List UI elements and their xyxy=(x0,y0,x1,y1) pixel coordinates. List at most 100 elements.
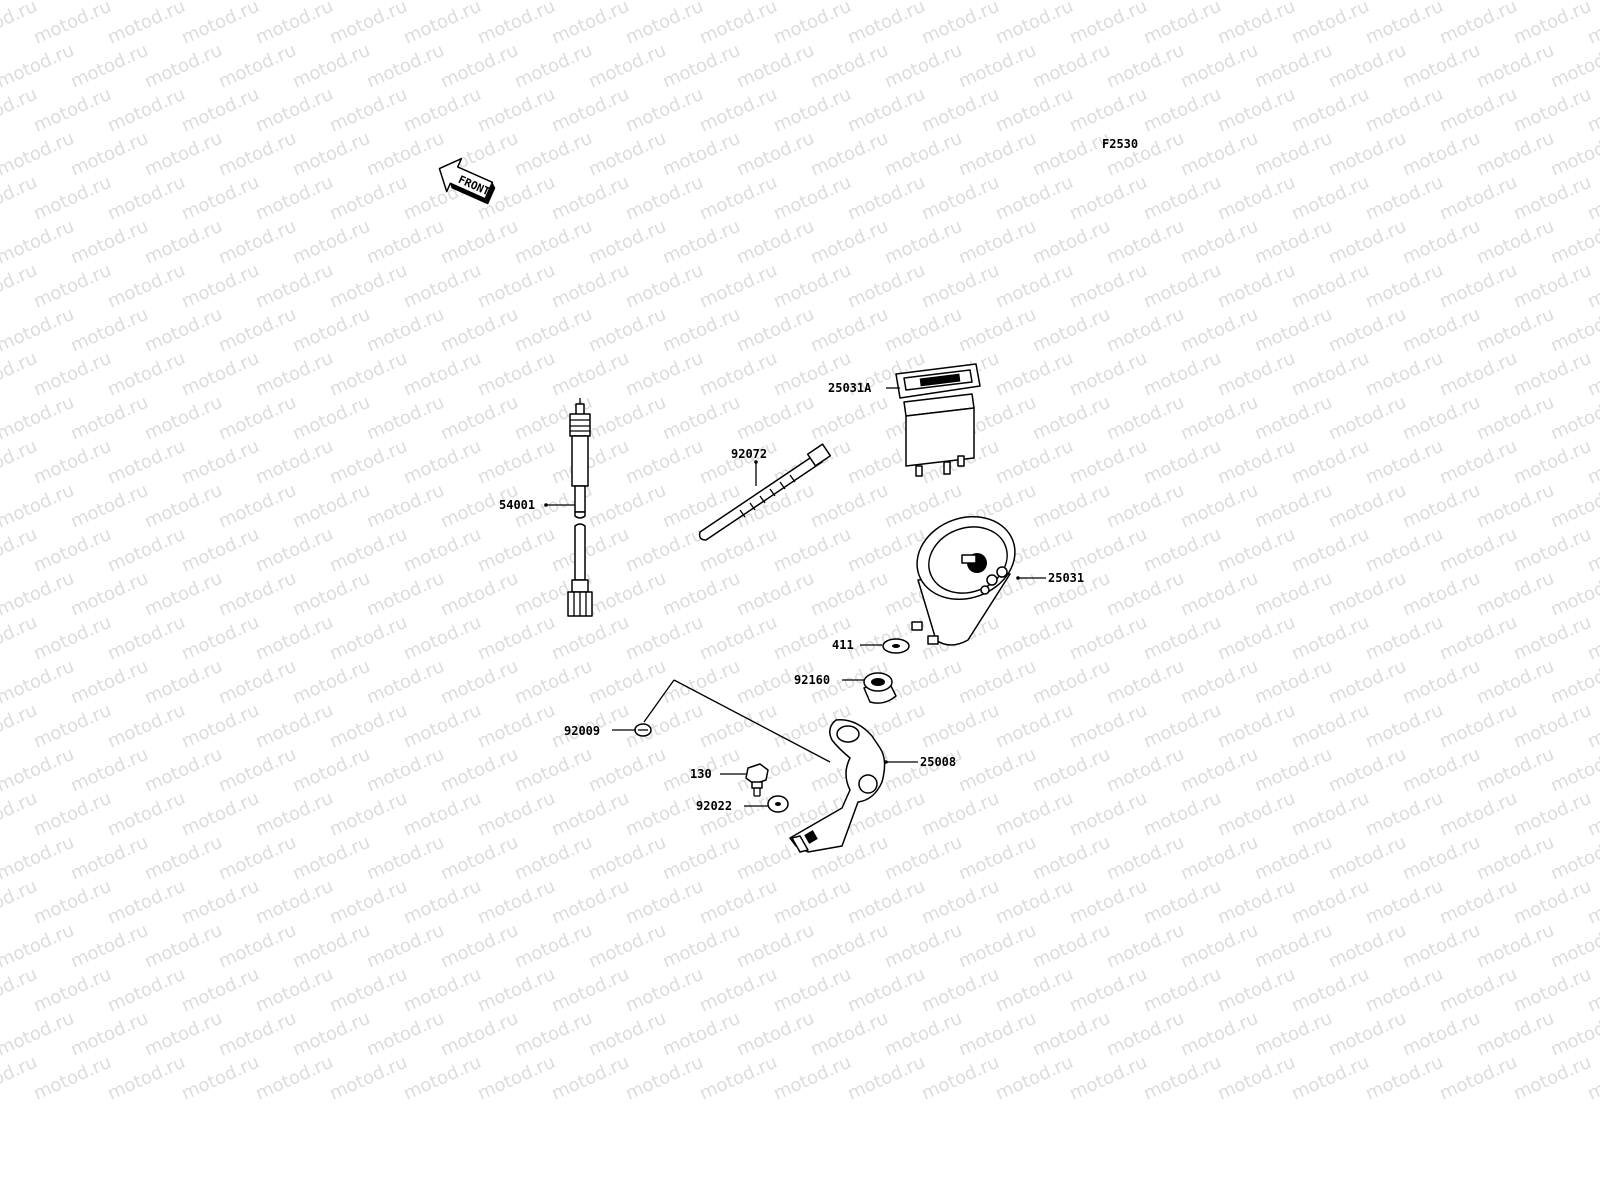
watermark-text: motod.ru xyxy=(400,1052,484,1105)
part-label-54001: 54001 xyxy=(499,498,535,512)
watermark-text: motod.ru xyxy=(918,788,1002,841)
watermark-text: motod.ru xyxy=(1473,304,1557,357)
watermark-text: motod.ru xyxy=(585,40,669,93)
watermark-text: motod.ru xyxy=(67,920,151,973)
watermark-text: motod.ru xyxy=(1288,348,1372,401)
watermark-text: motod.ru xyxy=(437,40,521,93)
watermark-text: motod.ru xyxy=(733,304,817,357)
watermark-text: motod.ru xyxy=(1362,0,1446,49)
watermark-text: motod.ru xyxy=(363,744,447,797)
watermark-text: motod.ru xyxy=(1399,304,1483,357)
watermark-text: motod.ru xyxy=(1288,964,1372,1017)
watermark-text: motod.ru xyxy=(0,260,40,313)
watermark-text: motod.ru xyxy=(326,524,410,577)
watermark-text: motod.ru xyxy=(1362,876,1446,929)
watermark-text: motod.ru xyxy=(881,920,965,973)
watermark-text: motod.ru xyxy=(1214,436,1298,489)
watermark-text: motod.ru xyxy=(1177,744,1261,797)
watermark-text: motod.ru xyxy=(1399,568,1483,621)
watermark-text: motod.ru xyxy=(992,348,1076,401)
watermark-text: motod.ru xyxy=(1436,172,1520,225)
watermark-text: motod.ru xyxy=(1177,216,1261,269)
watermark-text: motod.ru xyxy=(1473,480,1557,533)
watermark-text: motod.ru xyxy=(0,436,40,489)
watermark-layer: motod.rumotod.rumotod.rumotod.rumotod.ru… xyxy=(0,0,1600,1105)
watermark-text: motod.ru xyxy=(104,436,188,489)
watermark-text: motod.ru xyxy=(1325,744,1409,797)
watermark-text: motod.ru xyxy=(1288,788,1372,841)
watermark-text: motod.ru xyxy=(178,172,262,225)
watermark-text: motod.ru xyxy=(215,568,299,621)
watermark-text: motod.ru xyxy=(1436,700,1520,753)
watermark-text: motod.ru xyxy=(30,700,114,753)
watermark-text: motod.ru xyxy=(585,128,669,181)
watermark-text: motod.ru xyxy=(474,700,558,753)
watermark-text: motod.ru xyxy=(67,392,151,445)
watermark-text: motod.ru xyxy=(0,524,40,577)
watermark-text: motod.ru xyxy=(30,0,114,49)
watermark-text: motod.ru xyxy=(807,392,891,445)
watermark-text: motod.ru xyxy=(437,656,521,709)
watermark-text: motod.ru xyxy=(474,84,558,137)
watermark-text: motod.ru xyxy=(918,172,1002,225)
watermark-text: motod.ru xyxy=(807,40,891,93)
watermark-text: motod.ru xyxy=(733,216,817,269)
watermark-text: motod.ru xyxy=(696,172,780,225)
watermark-text: motod.ru xyxy=(1362,612,1446,665)
watermark-text: motod.ru xyxy=(326,612,410,665)
watermark-text: motod.ru xyxy=(1140,788,1224,841)
watermark-text: motod.ru xyxy=(955,128,1039,181)
watermark-text: motod.ru xyxy=(992,788,1076,841)
watermark-text: motod.ru xyxy=(1214,700,1298,753)
watermark-text: motod.ru xyxy=(104,84,188,137)
part-label-25008: 25008 xyxy=(920,755,956,769)
watermark-text: motod.ru xyxy=(326,964,410,1017)
watermark-text: motod.ru xyxy=(30,876,114,929)
watermark-text: motod.ru xyxy=(1510,172,1594,225)
speedometer-icon xyxy=(911,515,1016,646)
watermark-text: motod.ru xyxy=(215,832,299,885)
watermark-text: motod.ru xyxy=(770,84,854,137)
watermark-text: motod.ru xyxy=(178,84,262,137)
part-label-92009: 92009 xyxy=(564,724,600,738)
watermark-text: motod.ru xyxy=(289,920,373,973)
watermark-text: motod.ru xyxy=(1066,348,1150,401)
watermark-text: motod.ru xyxy=(696,84,780,137)
part-label-92072: 92072 xyxy=(731,447,767,461)
grommet-icon xyxy=(863,672,897,704)
watermark-text: motod.ru xyxy=(30,348,114,401)
watermark-text: motod.ru xyxy=(67,832,151,885)
watermark-text: motod.ru xyxy=(807,216,891,269)
watermark-text: motod.ru xyxy=(1140,436,1224,489)
watermark-text: motod.ru xyxy=(1103,568,1187,621)
watermark-text: motod.ru xyxy=(1325,656,1409,709)
watermark-text: motod.ru xyxy=(992,964,1076,1017)
watermark-text: motod.ru xyxy=(548,84,632,137)
watermark-text: motod.ru xyxy=(1103,480,1187,533)
watermark-text: motod.ru xyxy=(1362,84,1446,137)
watermark-text: motod.ru xyxy=(1103,1008,1187,1061)
watermark-text: motod.ru xyxy=(400,524,484,577)
watermark-text: motod.ru xyxy=(770,172,854,225)
watermark-text: motod.ru xyxy=(1510,0,1594,49)
watermark-text: motod.ru xyxy=(1399,216,1483,269)
watermark-text: motod.ru xyxy=(400,84,484,137)
watermark-text: motod.ru xyxy=(1103,392,1187,445)
watermark-text: motod.ru xyxy=(400,0,484,49)
watermark-text: motod.ru xyxy=(67,568,151,621)
watermark-text: motod.ru xyxy=(1140,700,1224,753)
watermark-text: motod.ru xyxy=(289,304,373,357)
watermark-text: motod.ru xyxy=(955,656,1039,709)
watermark-text: motod.ru xyxy=(548,172,632,225)
watermark-text: motod.ru xyxy=(326,1052,410,1105)
watermark-text: motod.ru xyxy=(1510,348,1594,401)
watermark-text: motod.ru xyxy=(1399,920,1483,973)
watermark-text: motod.ru xyxy=(178,524,262,577)
watermark-text: motod.ru xyxy=(67,744,151,797)
watermark-text: motod.ru xyxy=(141,656,225,709)
watermark-text: motod.ru xyxy=(178,260,262,313)
watermark-text: motod.ru xyxy=(1288,0,1372,49)
watermark-text: motod.ru xyxy=(1251,216,1335,269)
watermark-text: motod.ru xyxy=(1288,172,1372,225)
